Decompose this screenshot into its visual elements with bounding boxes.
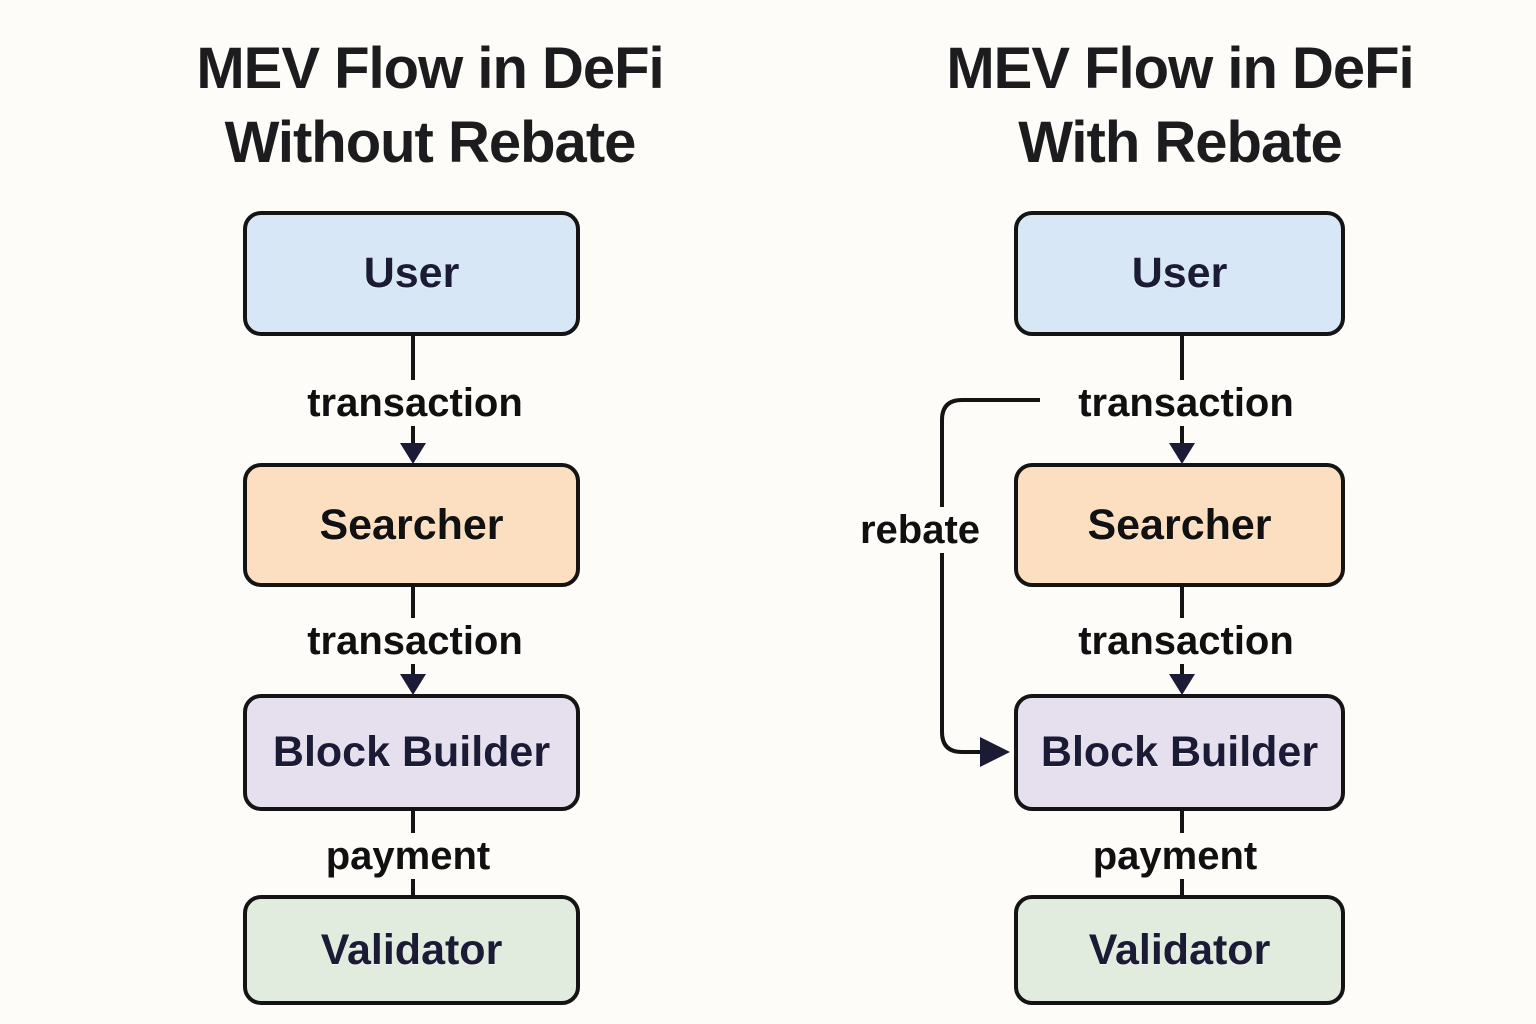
- node-label: Searcher: [319, 500, 504, 549]
- edge-label-payment: payment: [316, 833, 500, 879]
- node-label: Block Builder: [272, 728, 551, 776]
- node-validator-left: Validator: [243, 895, 580, 1005]
- edge-label-transaction-2: transaction: [298, 618, 532, 664]
- arrowhead-down-icon: [400, 443, 426, 464]
- node-label: User: [363, 249, 460, 297]
- title-without-rebate: MEV Flow in DeFi Without Rebate: [130, 32, 730, 180]
- node-label: Validator: [1088, 925, 1271, 974]
- node-user-left: User: [243, 211, 580, 336]
- edge-label-payment: payment: [1083, 833, 1267, 879]
- edge-label-transaction-1: transaction: [1069, 380, 1303, 426]
- node-searcher-right: Searcher: [1014, 463, 1345, 587]
- edge-line-builder-validator: [1180, 874, 1184, 896]
- edge-line-user-searcher: [1180, 336, 1184, 380]
- node-label: User: [1131, 249, 1228, 297]
- edge-label-transaction-2: transaction: [1069, 618, 1303, 664]
- edge-line-builder-validator: [411, 874, 415, 896]
- title-with-rebate: MEV Flow in DeFi With Rebate: [880, 32, 1480, 180]
- node-label: Validator: [320, 925, 503, 974]
- edge-line-searcher-builder: [1180, 660, 1184, 676]
- arrowhead-down-icon: [1169, 674, 1195, 695]
- edge-line-user-searcher: [411, 424, 415, 446]
- edge-line-searcher-builder: [1180, 587, 1184, 619]
- edge-line-searcher-builder: [411, 587, 415, 619]
- edge-line-builder-validator: [411, 811, 415, 841]
- node-validator-right: Validator: [1014, 895, 1345, 1005]
- node-user-right: User: [1014, 211, 1345, 336]
- node-label: Searcher: [1087, 500, 1272, 549]
- node-block-builder-right: Block Builder: [1014, 694, 1345, 811]
- arrowhead-right-icon: [980, 737, 1010, 767]
- title-line-2: With Rebate: [1018, 110, 1343, 176]
- edge-line-user-searcher: [1180, 424, 1184, 446]
- edge-line-user-searcher: [411, 336, 415, 380]
- title-line-2: Without Rebate: [224, 110, 637, 176]
- arrowhead-down-icon: [400, 674, 426, 695]
- edge-label-transaction-1: transaction: [298, 380, 532, 426]
- title-line-1: MEV Flow in DeFi: [946, 36, 1414, 101]
- node-searcher-left: Searcher: [243, 463, 580, 587]
- rebate-arrow-path: [940, 398, 1040, 754]
- rebate-elbow-arrow: [940, 398, 1040, 767]
- edge-line-searcher-builder: [411, 660, 415, 676]
- title-line-1: MEV Flow in DeFi: [196, 36, 664, 101]
- node-block-builder-left: Block Builder: [243, 694, 580, 811]
- edge-label-rebate: rebate: [850, 507, 990, 553]
- node-label: Block Builder: [1040, 728, 1319, 776]
- arrowhead-down-icon: [1169, 443, 1195, 464]
- edge-line-builder-validator: [1180, 811, 1184, 841]
